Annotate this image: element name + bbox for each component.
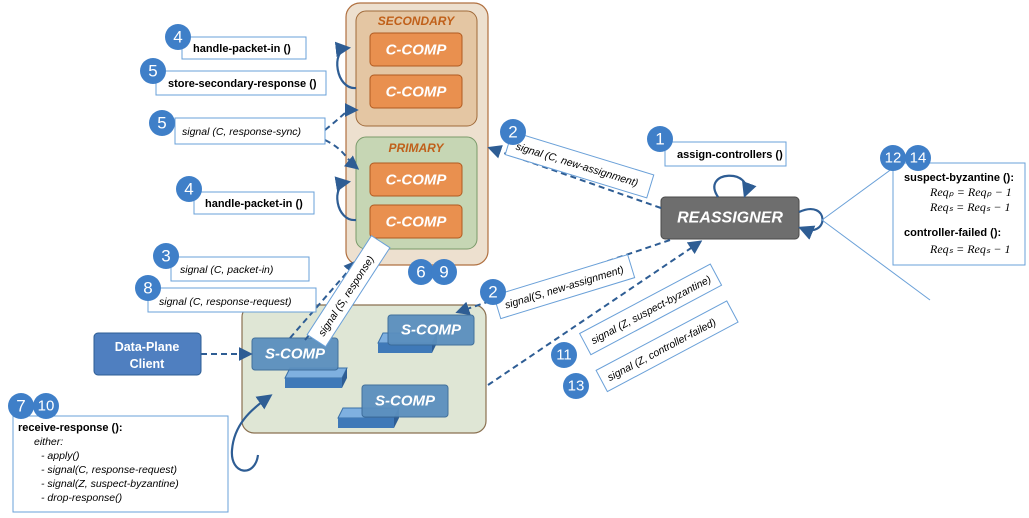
- svg-text:1: 1: [655, 130, 664, 149]
- svg-text:3: 3: [161, 247, 170, 266]
- arrow-response-sync: [324, 103, 359, 131]
- badge-2a: 2: [500, 119, 526, 145]
- s-comp-2: [387, 314, 475, 346]
- c-comp-label: C-COMP: [386, 42, 448, 59]
- svg-text:2: 2: [508, 123, 517, 142]
- arrow-response-sync-2: [324, 139, 360, 170]
- svg-text:- signal(Z, suspect-byzantine): - signal(Z, suspect-byzantine): [41, 478, 179, 490]
- equation-secondary: Reqₛ = Reqₛ − 1: [929, 200, 1010, 214]
- secondary-group: [355, 10, 478, 127]
- svg-text:6: 6: [416, 263, 425, 282]
- c-comp-secondary-2: [369, 74, 463, 109]
- badge-13: 13: [563, 373, 589, 399]
- badge-10: 10: [33, 393, 59, 419]
- badge-11: 11: [551, 342, 577, 368]
- arrow-suspect-byzantine: [487, 240, 703, 386]
- step-5b: signal (C, response-sync): [174, 117, 326, 145]
- svg-text:4: 4: [173, 28, 182, 47]
- secondary-label: SECONDARY: [378, 14, 455, 28]
- svg-text:- drop-response(): - drop-response(): [41, 492, 122, 504]
- connector-line: [821, 219, 931, 301]
- svg-text:14: 14: [910, 150, 927, 167]
- switch-icon: [284, 367, 348, 388]
- badge-12: 12: [880, 145, 906, 171]
- step-4a: handle-packet-in (): [181, 36, 307, 60]
- c-comp-label: C-COMP: [386, 84, 448, 101]
- step-5a: store-secondary-response (): [155, 70, 327, 96]
- s-comp-label: S-COMP: [375, 393, 436, 410]
- primary-label: PRIMARY: [388, 141, 444, 155]
- reassigner-self-loop-right: [798, 208, 824, 240]
- s-comp-3: [361, 384, 449, 418]
- svg-text:- signal(C, response-request): - signal(C, response-request): [41, 464, 177, 476]
- svg-text:9: 9: [439, 263, 448, 282]
- badge-6: 6: [408, 259, 434, 285]
- step-1: assign-controllers (): [664, 141, 787, 167]
- svg-text:10: 10: [38, 398, 55, 415]
- switch-self-loop: [230, 394, 273, 472]
- svg-text:assign-controllers (): assign-controllers (): [677, 149, 783, 161]
- reassigner-info-box: [892, 162, 1026, 266]
- c-comp-label: C-COMP: [386, 214, 448, 231]
- reassigner-label: REASSIGNER: [677, 210, 783, 227]
- svg-text:5: 5: [148, 62, 157, 81]
- step-2a: signal (C, new-assignment): [504, 131, 655, 199]
- badge-14: 14: [905, 145, 931, 171]
- equation-primary: Reqₚ = Reqₚ − 1: [929, 185, 1012, 199]
- arrow-packet-in: [289, 259, 358, 339]
- svg-text:4: 4: [184, 180, 193, 199]
- svg-text:- apply(): - apply(): [41, 450, 80, 462]
- svg-text:8: 8: [143, 279, 152, 298]
- badge-7: 7: [8, 393, 34, 419]
- svg-text:either:: either:: [34, 436, 63, 448]
- step-8: signal (C, response-request): [147, 287, 317, 313]
- svg-text:7: 7: [16, 397, 25, 416]
- svg-text:12: 12: [885, 150, 902, 167]
- c-comp-secondary-1: [369, 32, 463, 67]
- badge-9: 9: [431, 259, 457, 285]
- badge-3: 3: [153, 243, 179, 269]
- s-comp-label: S-COMP: [401, 322, 462, 339]
- svg-text:handle-packet-in (): handle-packet-in (): [193, 43, 291, 55]
- svg-text:5: 5: [157, 114, 166, 133]
- badge-1: 1: [647, 126, 673, 152]
- equation-secondary-2: Reqₛ = Reqₛ − 1: [929, 242, 1010, 256]
- reassigner: [660, 196, 800, 240]
- svg-text:signal (C, response-sync): signal (C, response-sync): [182, 126, 301, 138]
- svg-text:signal (C, packet-in): signal (C, packet-in): [180, 264, 273, 276]
- badge-2b: 2: [480, 279, 506, 305]
- svg-text:2: 2: [488, 283, 497, 302]
- badge-8: 8: [135, 275, 161, 301]
- primary-self-loop: [334, 176, 357, 222]
- badge-5b: 5: [149, 110, 175, 136]
- suspect-byzantine-title: suspect-byzantine ():: [904, 172, 1014, 184]
- c-comp-primary-1: [369, 162, 463, 197]
- svg-text:11: 11: [556, 347, 572, 364]
- svg-text:handle-packet-in (): handle-packet-in (): [205, 198, 303, 210]
- svg-text:signal (C, response-request): signal (C, response-request): [159, 296, 291, 308]
- badge-4b: 4: [176, 176, 202, 202]
- client-label-1: Data-Plane: [115, 340, 180, 354]
- c-comp-primary-2: [369, 204, 463, 239]
- svg-text:13: 13: [568, 378, 585, 395]
- step-3: signal (C, packet-in): [170, 256, 310, 282]
- client-label-2: Client: [130, 357, 166, 371]
- secondary-self-loop: [334, 41, 357, 90]
- connector-line: [821, 167, 894, 221]
- step-2b: signal(S, new-assignment): [493, 254, 636, 320]
- badge-5a: 5: [140, 58, 166, 84]
- step-4b: handle-packet-in (): [193, 191, 315, 215]
- svg-text:store-secondary-response (): store-secondary-response (): [168, 78, 317, 90]
- receive-response-box: receive-response (): either: - apply() -…: [12, 415, 229, 513]
- badge-4a: 4: [165, 24, 191, 50]
- c-comp-label: C-COMP: [386, 172, 448, 189]
- reassigner-self-loop-top: [713, 174, 757, 198]
- svg-text:receive-response ():: receive-response ():: [18, 422, 123, 434]
- s-comp-label: S-COMP: [265, 346, 326, 363]
- controller-failed-title: controller-failed ():: [904, 227, 1001, 239]
